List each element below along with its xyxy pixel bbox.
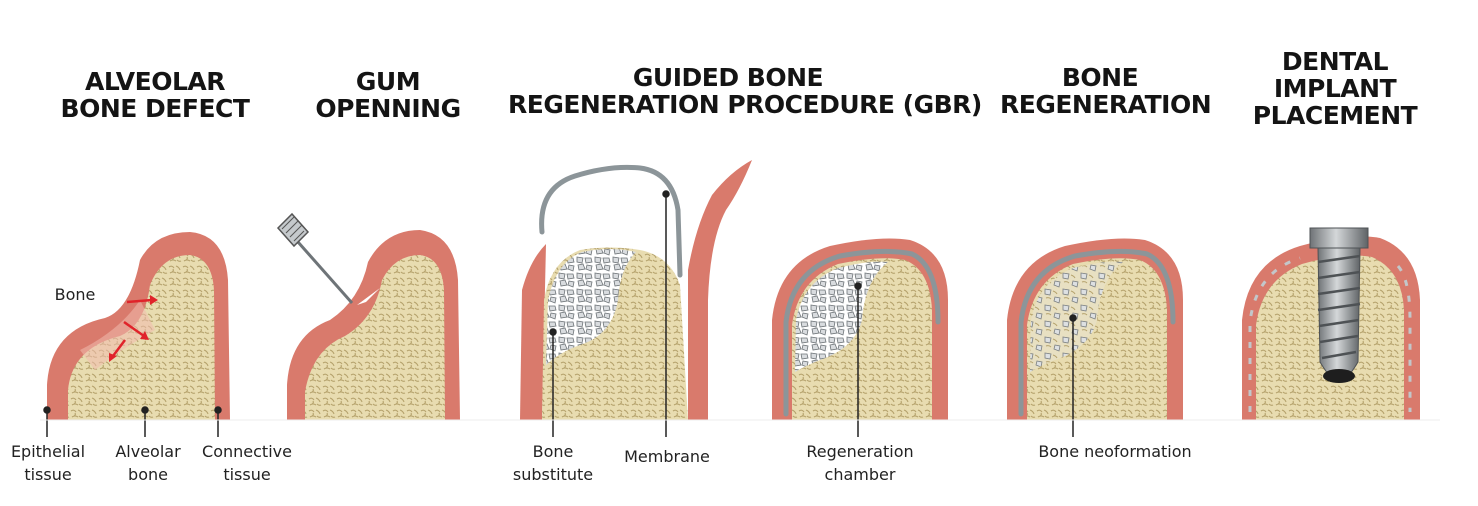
stage-1-leader-lines [43, 406, 222, 437]
stage-4-leader-lines [854, 282, 862, 437]
stage-3-right-flap [688, 160, 752, 420]
stage-2-diagram [276, 212, 460, 420]
dental-implant-icon [1309, 227, 1369, 383]
label-bone: Bone [54, 285, 96, 304]
stage-2-incision [357, 288, 380, 305]
stage-5-leader-lines [1069, 314, 1077, 437]
stage-2-title-line-2: OPENNING [315, 94, 461, 123]
label-bone-neoformation: Bone neoformation [1038, 442, 1192, 461]
stage-3-bone-substitute [546, 249, 636, 365]
stage-1-title: ALVEOLAR BONE DEFECT [60, 68, 250, 122]
label-regeneration-line-1: Regeneration [806, 442, 914, 461]
stage-1-title-line-2: BONE DEFECT [60, 94, 250, 123]
stage-4-title-line-1: BONE [1061, 63, 1139, 92]
label-connective-line-2: tissue [223, 465, 271, 484]
label-epithelial-tissue: Epithelial tissue [0, 440, 96, 486]
label-bone-substitute-line-1: Bone [532, 442, 574, 461]
stage-5-diagram [1007, 238, 1183, 437]
stage-5-title-line-1: DENTAL [1281, 47, 1389, 76]
stage-1-title-line-1: ALVEOLAR [84, 67, 226, 96]
stage-6-membrane-remnant [1248, 256, 1412, 412]
label-alveolar-bone: Alveolar bone [105, 440, 191, 486]
label-bone-substitute-line-2: substitute [512, 465, 594, 484]
stage-3-diagram [520, 160, 752, 437]
label-connective-line-1: Connective [202, 442, 292, 461]
stage-2-bone [305, 255, 445, 420]
label-connective-tissue: Connective tissue [196, 440, 298, 486]
stage-3-title-line-2: REGENERATION PROCEDURE (GBR) [508, 90, 982, 119]
stage-1-diagram [43, 232, 230, 437]
scalpel-icon [276, 212, 354, 304]
stage-1-defect-glow [80, 300, 155, 370]
stage-6-diagram [1242, 227, 1420, 420]
stage-4-membrane [783, 248, 941, 417]
label-bone-substitute: Bone substitute [505, 440, 601, 486]
stage-4-diagram [772, 238, 948, 437]
label-epithelial-line-2: tissue [24, 465, 72, 484]
stage-3-membrane [539, 164, 683, 278]
stage-5-title: DENTAL IMPLANT PLACEMENT [1245, 48, 1425, 129]
stage-3-title: GUIDED BONE REGENERATION PROCEDURE (GBR) [508, 63, 982, 119]
stage-5-title-line-2: IMPLANT [1273, 74, 1397, 103]
label-regeneration-line-2: chamber [824, 465, 896, 484]
stage-2-title: GUM OPENNING [308, 68, 468, 122]
stage-5-title-line-3: PLACEMENT [1252, 101, 1418, 130]
stage-3-title-line-1: GUIDED BONE [632, 63, 824, 92]
label-membrane: Membrane [624, 447, 710, 466]
defect-arrow-icon [109, 295, 158, 362]
label-alveolar-line-2: bone [128, 465, 168, 484]
stage-4-regeneration-chamber [795, 261, 888, 372]
stage-5-membrane [1018, 248, 1176, 417]
label-epithelial-line-1: Epithelial [10, 442, 86, 461]
label-alveolar-line-1: Alveolar [115, 442, 181, 461]
label-regeneration-chamber: Regeneration chamber [800, 440, 920, 486]
stage-4-title-line-2: REGENERATION [1000, 90, 1212, 119]
stage-4-title: BONE REGENERATION [1000, 63, 1212, 119]
stage-3-left-flap [520, 244, 546, 420]
stage-2-title-line-1: GUM [355, 67, 421, 96]
